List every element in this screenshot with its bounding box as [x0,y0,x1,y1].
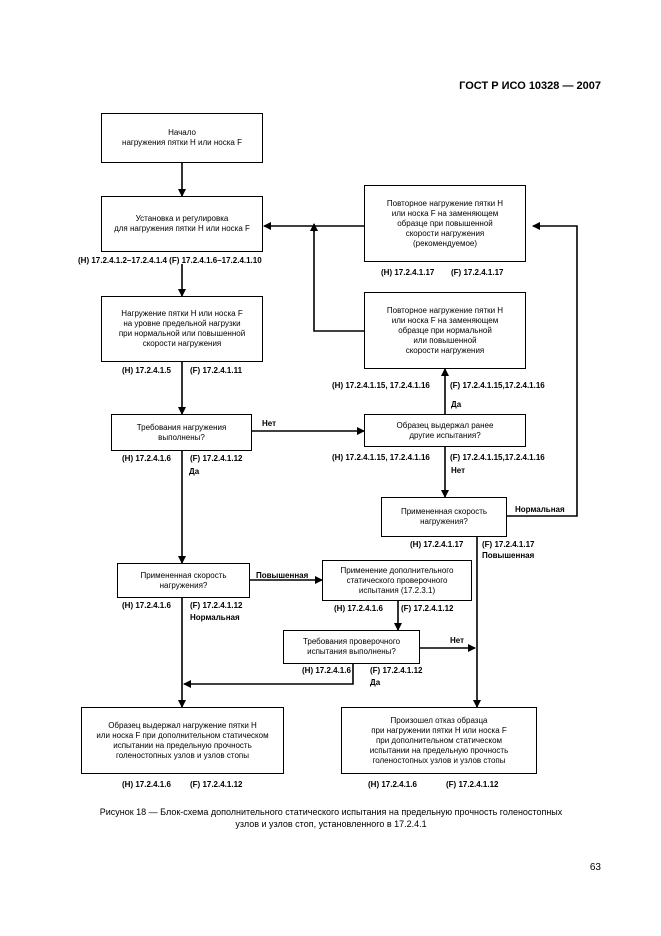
ref-ra2-h: (H) 17.2.4.1.17 [410,540,464,549]
label-sw-yes: Да [451,400,462,409]
result-pass-box: Образец выдержал нагружение пятки H или … [81,707,284,774]
figure-caption: Рисунок 18 — Блок-схема дополнительного … [99,807,563,830]
ref-sw-f: (F) 17.2.4.1.15,17.2.4.1.16 [450,453,545,462]
load-box: Нагружение пятки H или носка F на уровне… [101,296,263,362]
proof-test-met-box: Требования проверочного испытания выполн… [283,630,420,664]
ref-rh-f: (F) 17.2.4.1.17 [451,268,504,277]
extra-static-test-box: Применение дополнительного статического … [322,560,472,601]
label-rate2-normal: Нормальная [515,505,565,514]
ref-ra2-f: (F) 17.2.4.1.17 [482,540,535,549]
ref-fail-h: (H) 17.2.4.1.6 [368,780,417,789]
requirements-met-box: Требования нагружения выполнены? [111,414,252,451]
page-number: 63 [589,862,601,873]
ref-pass-h: (H) 17.2.4.1.6 [122,780,171,789]
ref-req-f: (F) 17.2.4.1.12 [190,454,243,463]
label-proof-yes: Да [370,678,381,687]
label-rate-normal: Нормальная [190,613,240,622]
sample-withstood-box: Образец выдержал ранее другие испытания? [364,414,526,447]
label-req-no: Нет [262,419,277,428]
repeat-normal-rate-box: Повторное нагружение пятки H или носка F… [364,292,526,369]
ref-sw-h: (H) 17.2.4.1.15, 17.2.4.1.16 [332,453,430,462]
ref-es-f: (F) 17.2.4.1.12 [401,604,454,613]
ref-load-h: (H) 17.2.4.1.5 [122,366,171,375]
result-fail-box: Произошел отказ образца при нагружении п… [341,707,537,774]
standard-header: ГОСТ Р ИСО 10328 — 2007 [459,80,601,92]
label-rate2-raised: Повышенная [482,551,535,560]
ref-ra-h: (H) 17.2.4.1.6 [122,601,171,610]
label-req-yes: Да [189,467,200,476]
ref-pm-h: (H) 17.2.4.1.6 [302,666,351,675]
ref-rn-h: (H) 17.2.4.1.15, 17.2.4.1.16 [332,381,430,390]
label-rate-raised: Повышенная [256,571,309,580]
install-box: Установка и регулировка для нагружения п… [101,196,263,252]
rate-applied-right-box: Примененная скорость нагружения? [381,497,507,537]
ref-rh-h: (H) 17.2.4.1.17 [381,268,435,277]
start-box: Начало нагружения пятки H или носка F [101,113,263,163]
ref-pass-f: (F) 17.2.4.1.12 [190,780,243,789]
ref-pm-f: (F) 17.2.4.1.12 [370,666,423,675]
ref-rn-f: (F) 17.2.4.1.15,17.2.4.1.16 [450,381,545,390]
rate-applied-left-box: Примененная скорость нагружения? [117,563,250,598]
label-sw-no: Нет [451,466,466,475]
repeat-high-rate-box: Повторное нагружение пятки H или носка F… [364,185,526,262]
ref-install: (H) 17.2.4.1.2–17.2.4.1.4 (F) 17.2.4.1.6… [78,256,262,265]
ref-es-h: (H) 17.2.4.1.6 [334,604,383,613]
ref-load-f: (F) 17.2.4.1.11 [190,366,243,375]
label-proof-no: Нет [450,636,465,645]
ref-fail-f: (F) 17.2.4.1.12 [446,780,499,789]
ref-ra-f: (F) 17.2.4.1.12 [190,601,243,610]
ref-req-h: (H) 17.2.4.1.6 [122,454,171,463]
